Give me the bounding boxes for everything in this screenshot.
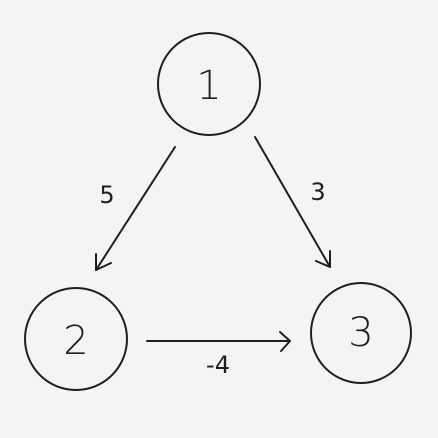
node-3-circle — [310, 282, 412, 384]
node-1-circle — [157, 32, 261, 136]
node-3-label: 3 — [348, 310, 373, 356]
node-1: 1 — [157, 32, 261, 136]
node-1-label: 1 — [196, 63, 221, 109]
edge-1-to-2: 5 — [95, 146, 176, 271]
node-2: 2 — [24, 287, 128, 391]
node-3: 3 — [310, 282, 412, 384]
edge-1-to-2-arrowhead — [95, 253, 112, 271]
node-2-label: 2 — [63, 318, 88, 364]
edge-1-to-3: 3 — [254, 136, 331, 268]
edge-1-to-3-weight: 3 — [310, 178, 325, 206]
edge-1-to-2-weight: 5 — [99, 181, 114, 209]
edge-1-to-3-arrowhead — [315, 250, 331, 268]
edge-1-to-3-line — [254, 136, 331, 268]
edge-2-to-3-arrowhead — [279, 331, 291, 352]
edge-2-to-3-weight: -4 — [206, 351, 230, 379]
edge-2-to-3: -4 — [146, 331, 291, 379]
edge-1-to-2-line — [95, 146, 176, 271]
node-2-circle — [24, 287, 128, 391]
